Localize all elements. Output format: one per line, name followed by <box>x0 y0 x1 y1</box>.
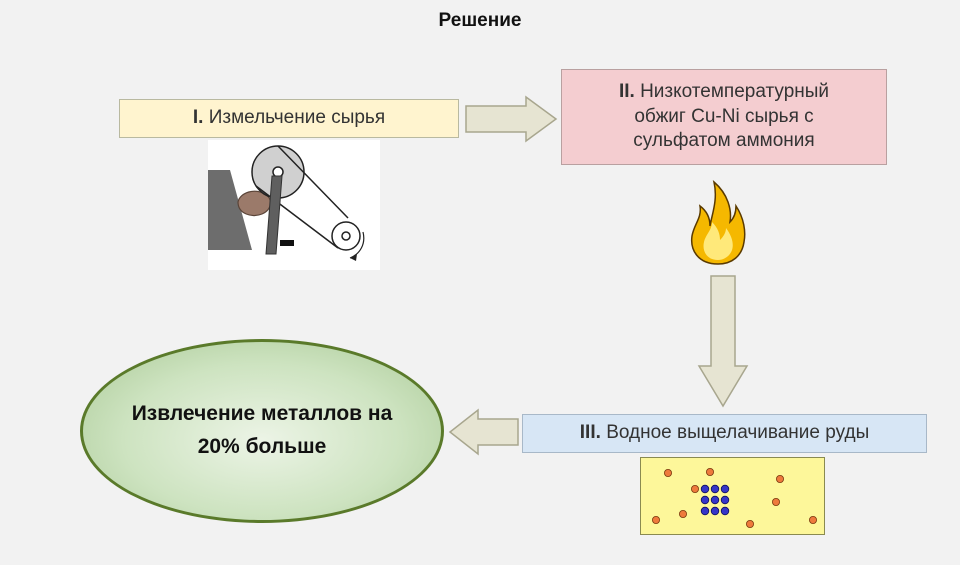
step-3-label: III. Водное выщелачивание руды <box>580 421 869 446</box>
belt-top <box>277 145 349 219</box>
result-line2: 20% больше <box>197 435 327 458</box>
crusher-illustration <box>208 140 380 270</box>
step-1-box: I. Измельчение сырья <box>119 99 459 138</box>
belt-bottom <box>255 185 339 249</box>
result-line1: Извлечение металлов на <box>131 402 393 426</box>
step-3-numeral: III. <box>579 422 601 444</box>
step-2-label: II. Низкотемпературный обжиг Cu-Ni сырья… <box>619 80 829 154</box>
step-1-label: I. Измельчение сырья <box>193 106 385 131</box>
step-2-box: II. Низкотемпературный обжиг Cu-Ni сырья… <box>561 69 887 165</box>
result-ellipse: Извлечение металлов на 20% больше <box>80 339 444 523</box>
step-3-text: Водное выщелачивание руды <box>606 422 870 444</box>
step-2-text-line3: сульфатом аммония <box>633 130 815 152</box>
blue-particle-cluster <box>700 484 730 516</box>
ore-particles-illustration <box>640 457 825 535</box>
handle <box>280 240 294 246</box>
orange-particles <box>651 467 817 529</box>
step-2-text-line1: Низкотемпературный <box>640 80 830 102</box>
connecting-rod <box>265 175 283 255</box>
jaw-plate <box>208 170 252 250</box>
flame-icon <box>690 179 746 265</box>
diagram-title: Решение <box>438 10 522 31</box>
step-1-numeral: I. <box>192 107 204 129</box>
arrow-right-icon <box>465 95 558 143</box>
step-1-text: Измельчение сырья <box>208 107 386 129</box>
step-2-numeral: II. <box>618 80 635 102</box>
step-2-text-line2: обжиг Cu-Ni сырья с <box>634 105 814 127</box>
result-text: Извлечение металлов на 20% больше <box>132 398 393 463</box>
particles-icon <box>651 467 817 529</box>
crusher-icon <box>208 145 365 261</box>
arrow-left-icon <box>448 408 519 456</box>
arrow-down-icon <box>697 275 749 408</box>
step-3-box: III. Водное выщелачивание руды <box>522 414 927 453</box>
